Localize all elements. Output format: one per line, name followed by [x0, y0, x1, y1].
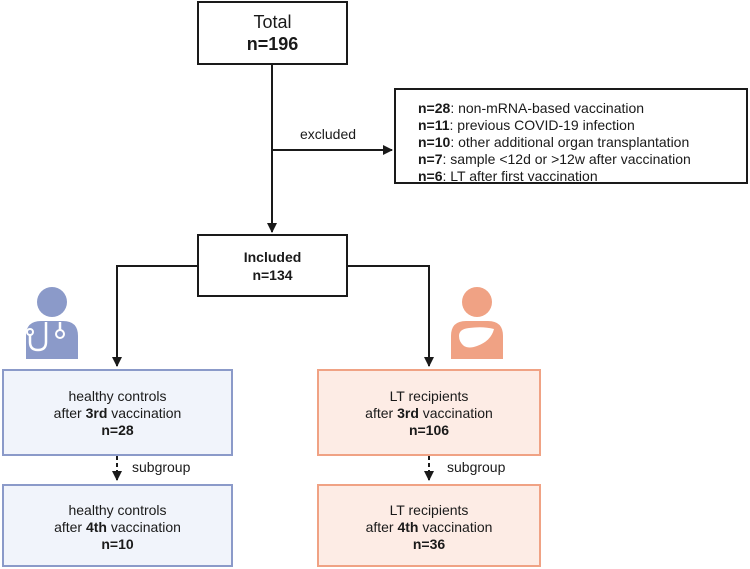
exclusion-item: n=6: LT after first vaccination: [418, 168, 598, 184]
doctor-person-icon: [26, 287, 78, 359]
vaccination-label: after 3rd vaccination: [53, 405, 182, 421]
group-label: LT recipients: [389, 502, 469, 518]
vaccination-label: after 4th vaccination: [54, 519, 181, 535]
group-label: healthy controls: [68, 388, 167, 404]
healthy-subgroup-label: subgroup: [132, 459, 191, 475]
lt-subgroup-label: subgroup: [447, 459, 506, 475]
exclusion-box: n=28: non-mRNA-based vaccination n=11: p…: [394, 88, 748, 184]
total-title: Total: [253, 12, 292, 32]
included-to-lt-arrow: [348, 265, 434, 367]
vaccination-label: after 4th vaccination: [365, 519, 493, 535]
exclusion-item: n=28: non-mRNA-based vaccination: [418, 100, 645, 116]
included-count: n=134: [252, 267, 293, 283]
healthy-controls-3rd-box: healthy controls after 3rd vaccination n…: [2, 369, 233, 456]
exclusion-item: n=11: previous COVID-19 infection: [418, 117, 635, 133]
group-count: n=36: [412, 536, 446, 552]
vaccination-label: after 3rd vaccination: [365, 405, 493, 421]
included-to-healthy-arrow: [112, 265, 197, 367]
person-liver-icon: [451, 287, 503, 359]
included-title: Included: [243, 249, 302, 265]
total-box: Total n=196: [197, 1, 348, 65]
group-count: n=106: [408, 422, 450, 438]
healthy-controls-4th-box: healthy controls after 4th vaccination n…: [2, 484, 233, 567]
excluded-label: excluded: [300, 126, 357, 142]
included-box: Included n=134: [197, 234, 348, 297]
group-label: LT recipients: [389, 388, 469, 404]
lt-recipients-3rd-box: LT recipients after 3rd vaccination n=10…: [317, 369, 541, 456]
group-count: n=10: [101, 536, 134, 552]
total-count: n=196: [246, 34, 299, 54]
group-label: healthy controls: [68, 502, 167, 518]
exclusion-item: n=10: other additional organ transplanta…: [418, 134, 690, 150]
lt-recipients-4th-box: LT recipients after 4th vaccination n=36: [317, 484, 541, 567]
group-count: n=28: [101, 422, 134, 438]
exclusion-item: n=7: sample <12d or >12w after vaccinati…: [418, 151, 691, 167]
